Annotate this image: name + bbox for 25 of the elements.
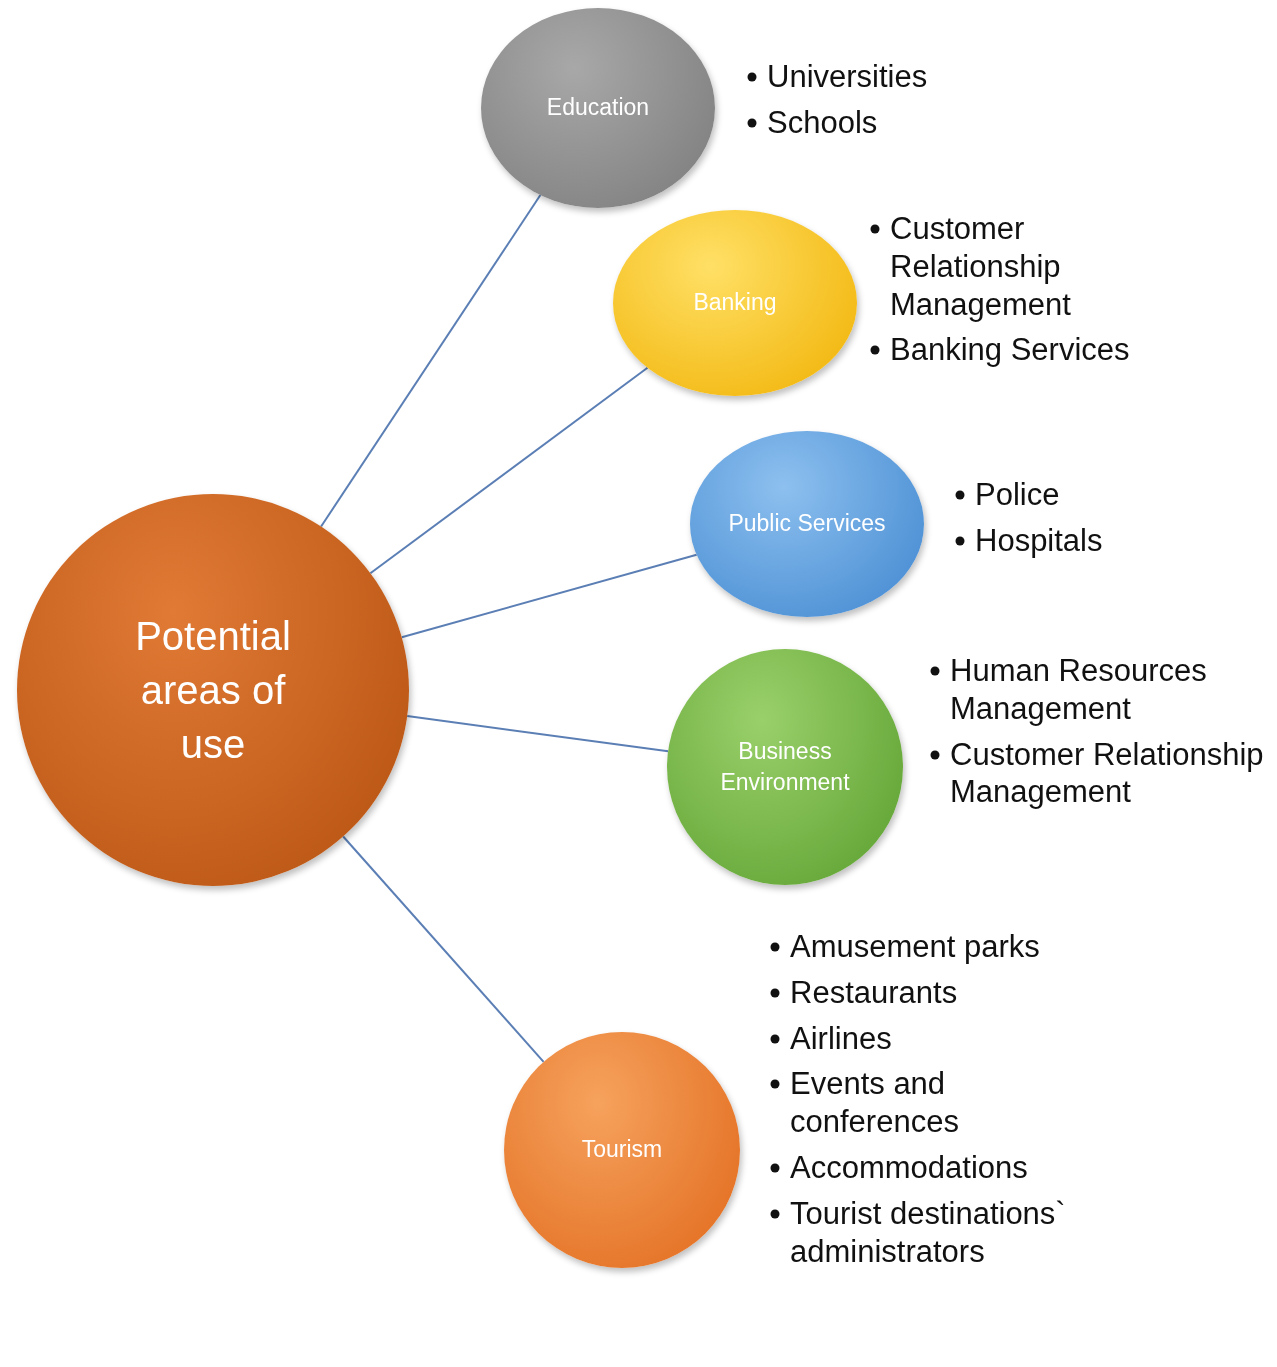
list-item: Customer Relationship Management (890, 210, 1072, 324)
connector-line (400, 553, 698, 639)
list-item: Human Resources Management (950, 652, 1208, 728)
connector-line (342, 835, 545, 1063)
connector-line (369, 366, 649, 575)
node-label: Tourism (580, 1135, 664, 1165)
node-label: Public Services (727, 509, 887, 539)
list-item: Restaurants (790, 973, 959, 1012)
list-item: Events and conferences (790, 1065, 960, 1142)
connector-line (320, 194, 542, 528)
node-label: Potential areas of use (134, 613, 292, 768)
list-item: Amusement parks (790, 928, 1041, 966)
node-label: Education (545, 93, 651, 123)
list-item: Banking Services (890, 331, 1131, 370)
list-item: Hospitals (975, 521, 1104, 560)
list-item: Tourist destinations` administrators (790, 1194, 1067, 1271)
list-item: Customer Relationship Management (950, 735, 1265, 812)
node-label: Banking (692, 288, 778, 318)
list-item: Accommodations (790, 1149, 1029, 1187)
list-item: Universities (767, 58, 929, 96)
connector-line (406, 715, 670, 753)
list-item: Police (975, 476, 1061, 514)
node-label: Business Environment (719, 736, 851, 797)
list-item: Airlines (790, 1019, 893, 1058)
list-item: Schools (767, 103, 879, 142)
